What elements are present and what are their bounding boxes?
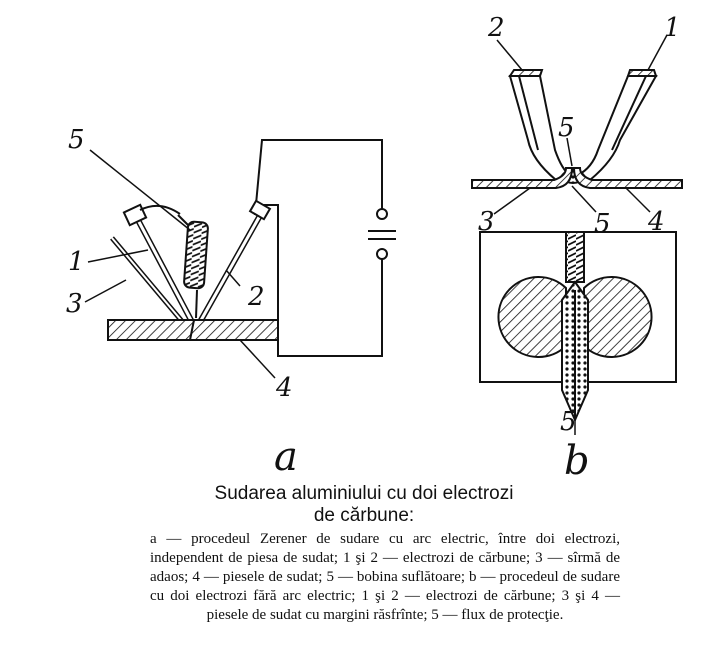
- terminal-top: [376, 208, 388, 220]
- caption-title-line-1: Sudarea aluminiului cu doi electrozi: [214, 483, 514, 504]
- leader-3: [84, 279, 127, 303]
- caption-title-line-2: de cărbune:: [313, 505, 415, 526]
- workpiece-b-3: [471, 167, 574, 189]
- caption-body: a — procedeul Zerener de sudare cu arc e…: [150, 531, 620, 623]
- sublabel-a: a: [274, 434, 298, 480]
- leader-b-5a: [566, 137, 573, 167]
- label-a-3: 3: [66, 289, 83, 319]
- carbon-section-right: [583, 276, 653, 358]
- label-b-5-mid: 5: [594, 209, 611, 239]
- label-b-5-bottom: 5: [560, 407, 577, 437]
- label-b-5-top: 5: [558, 113, 575, 143]
- carbon-section-left: [497, 276, 567, 358]
- label-b-2: 2: [487, 13, 505, 43]
- carbon-electrode-b-1: [575, 75, 658, 182]
- label-b-4: 4: [647, 207, 665, 237]
- diagram-a: [84, 139, 396, 379]
- sublabel-b: b: [564, 438, 590, 480]
- electrode-holder-2: [248, 199, 272, 221]
- caption-title: Sudarea aluminiului cu doi electrozi de …: [0, 483, 728, 527]
- leader-4: [239, 339, 276, 379]
- label-b-1: 1: [664, 13, 681, 43]
- threaded-rod: [565, 231, 585, 283]
- leader-b-1: [647, 34, 668, 71]
- leader-b-4: [625, 187, 651, 213]
- diagram-b: [471, 34, 683, 435]
- leader-2: [225, 269, 241, 287]
- label-a-2: 2: [247, 282, 265, 312]
- terminal-bottom: [376, 248, 388, 260]
- welding-diagram: 5 1 3 2 4 a: [66, 13, 683, 480]
- circuit-wire-return: [262, 204, 383, 357]
- label-a-1: 1: [68, 247, 85, 277]
- label-a-4: 4: [275, 373, 293, 403]
- leader-5: [89, 149, 191, 231]
- leader-b-3: [493, 187, 531, 215]
- workpiece-b-4: [572, 167, 683, 189]
- leader-1: [87, 249, 149, 263]
- leader-b-2: [496, 39, 523, 71]
- circuit-wire: [254, 139, 383, 216]
- label-a-5: 5: [68, 125, 85, 155]
- leader-b-5b: [571, 185, 597, 213]
- label-b-3: 3: [478, 207, 495, 237]
- blow-coil: [183, 220, 209, 290]
